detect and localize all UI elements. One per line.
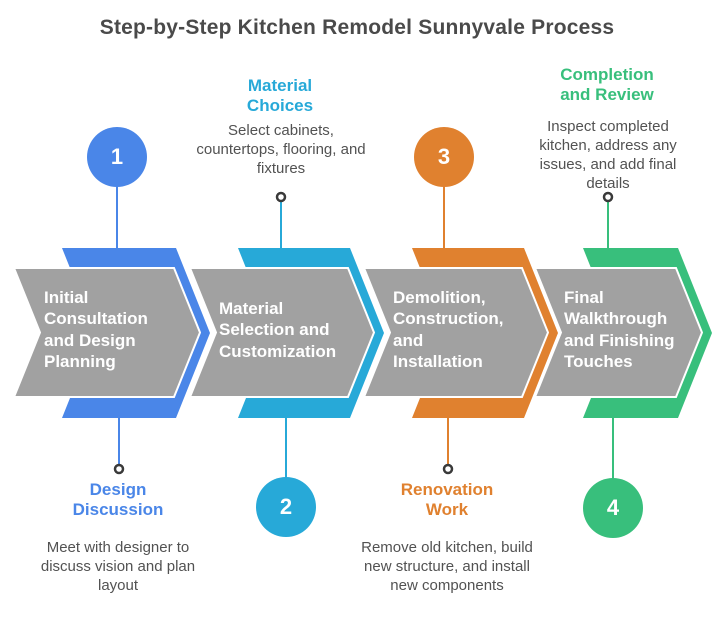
step-3-gray-arrow <box>362 267 550 398</box>
step-3-chevron <box>362 248 558 418</box>
material-choices-body: Select cabinets, countertops, flooring, … <box>196 122 366 178</box>
step-1-badge <box>87 127 147 187</box>
step-1-chevron <box>12 248 210 418</box>
step-4-number: 4 <box>606 495 620 520</box>
step-2-gray-arrow <box>188 267 376 398</box>
design-discussion-body: Meet with designer to discuss vision and… <box>40 539 196 595</box>
completion-review-heading: Completion and Review <box>560 65 654 105</box>
design-discussion-heading: Design Discussion <box>72 480 164 520</box>
material-choices-dot-icon <box>275 191 287 203</box>
step-4-label: Final Walkthrough and Finishing Touches <box>564 288 675 371</box>
step-4-badge <box>583 478 643 538</box>
material-choices-heading: Material Choices <box>246 76 314 116</box>
renovation-work-body: Remove old kitchen, build new structure,… <box>361 539 533 595</box>
step-4-chevron <box>533 248 712 418</box>
step-2-badge <box>256 477 316 537</box>
renovation-work-heading: Renovation Work <box>400 480 494 520</box>
completion-review-dot-icon <box>602 191 614 203</box>
step-2-number: 2 <box>279 494 293 519</box>
step-1-number: 1 <box>110 144 124 169</box>
step-4-gray-arrow <box>533 267 704 398</box>
step-3-number: 3 <box>437 144 451 169</box>
renovation-work-dot-icon <box>442 463 454 475</box>
step-2-label: Material Selection and Customization <box>219 299 337 361</box>
step-1-label: Initial Consultation and Design Planning <box>44 288 148 371</box>
step-3-badge <box>414 127 474 187</box>
step-1-gray-arrow <box>12 267 202 398</box>
design-discussion-dot-icon <box>113 463 125 475</box>
page-title: Step-by-Step Kitchen Remodel Sunnyvale P… <box>99 16 615 39</box>
completion-review-body: Inspect completed kitchen, address any i… <box>539 118 677 193</box>
step-3-label: Demolition, Construction, and Installati… <box>393 288 504 371</box>
step-2-chevron <box>188 248 384 418</box>
